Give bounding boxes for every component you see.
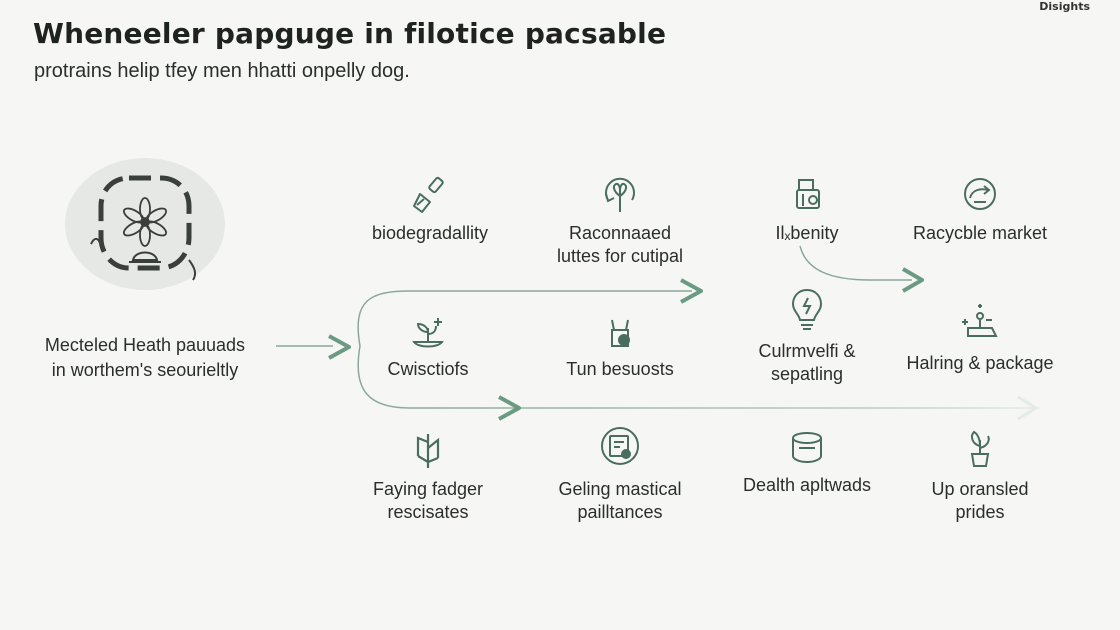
node-tun-besuosts: Tun besuosts	[525, 312, 715, 381]
hub-label-line: in worthem's seourieltly	[51, 360, 239, 380]
node-label-line: rescisates	[387, 502, 469, 522]
page-subtitle: protrains helip tfey men hhatti onpelly …	[34, 60, 410, 82]
node-faying-fadger: Faying fadger rescisates	[333, 428, 523, 524]
package-icon	[796, 179, 820, 209]
lower-branch-end-arrow	[1017, 395, 1038, 421]
node-label: Tun besuosts	[566, 359, 674, 379]
upper-branch-arrow	[680, 278, 703, 304]
hub-label: Mecteled Heath pauuads in worthem's seou…	[20, 333, 270, 383]
node-up-oransled: Up oransled prides	[885, 424, 1075, 524]
lower-branch-arrow	[498, 395, 521, 421]
node-label-line: Culrmvelfi &	[758, 341, 856, 361]
node-label: Dealth apltwads	[742, 475, 872, 495]
node-label: Il⁠ₓbenity	[775, 223, 839, 243]
flower-in-frame-icon	[90, 175, 197, 281]
lower-branch-line	[357, 345, 1040, 409]
lightbulb-icon	[791, 288, 823, 330]
node-label: Up oransled prides	[885, 478, 1075, 524]
node-dealth-apltwads: Dealth apltwads	[712, 428, 902, 497]
recycle-arrow-icon	[964, 178, 996, 210]
node-geling-mastical: Geling mastical pailltances	[525, 424, 715, 524]
node-label-line: Raconnaaed	[568, 223, 672, 243]
hub-label-line: Mecteled Heath pauuads	[44, 335, 246, 355]
node-label-line: pailltances	[577, 502, 663, 522]
hub-circle	[65, 158, 225, 290]
node-label-line: Up oransled	[931, 479, 1029, 499]
page-title: Wheneeler papguge in filotice pacsable	[33, 17, 667, 50]
potted-plant-icon	[970, 430, 990, 467]
document-icon	[601, 427, 639, 465]
node-cwisctiofs: Cwisctiofs	[333, 312, 523, 381]
node-label-line: sepatling	[770, 364, 844, 384]
curved-branch-line	[799, 245, 912, 281]
node-raconnaaed: Raconnaaed luttes for cutipal	[525, 172, 715, 268]
tray-icon	[962, 304, 998, 337]
node-halring-package: Halring & package	[885, 298, 1075, 375]
node-biodegradallity: biodegradallity	[335, 172, 525, 245]
brush-icon	[413, 176, 444, 213]
can-icon	[792, 432, 822, 464]
node-label: Culrmvelfi & sepatling	[712, 340, 902, 386]
curved-branch-arrow	[901, 267, 924, 293]
node-racycble-market: Racycble market	[885, 172, 1075, 245]
node-label: biodegradallity	[371, 223, 489, 243]
animal-icon	[611, 319, 630, 347]
upper-branch-line	[357, 290, 692, 347]
node-label-line: Geling mastical	[558, 479, 682, 499]
hub-connector-arrow	[328, 334, 351, 360]
plant-icon	[416, 434, 440, 468]
recycle-circle-icon	[605, 177, 635, 212]
sprout-icon	[412, 318, 444, 348]
node-ilbenity: Il⁠ₓbenity	[712, 172, 902, 245]
node-label-line: Faying fadger	[372, 479, 484, 499]
node-label: Halring & package	[906, 353, 1054, 373]
node-culrmvelfi: Culrmvelfi & sepatling	[712, 286, 902, 386]
node-label-line: luttes for cutipal	[556, 246, 684, 266]
node-label: Raconnaaed luttes for cutipal	[525, 222, 715, 268]
node-label: Racycble market	[912, 223, 1048, 243]
node-label: Faying fadger rescisates	[333, 478, 523, 524]
node-label: Geling mastical pailltances	[525, 478, 715, 524]
brand-logo: Disights	[1039, 0, 1090, 13]
node-label-line: prides	[955, 502, 1005, 522]
node-label: Cwisctiofs	[387, 359, 469, 379]
